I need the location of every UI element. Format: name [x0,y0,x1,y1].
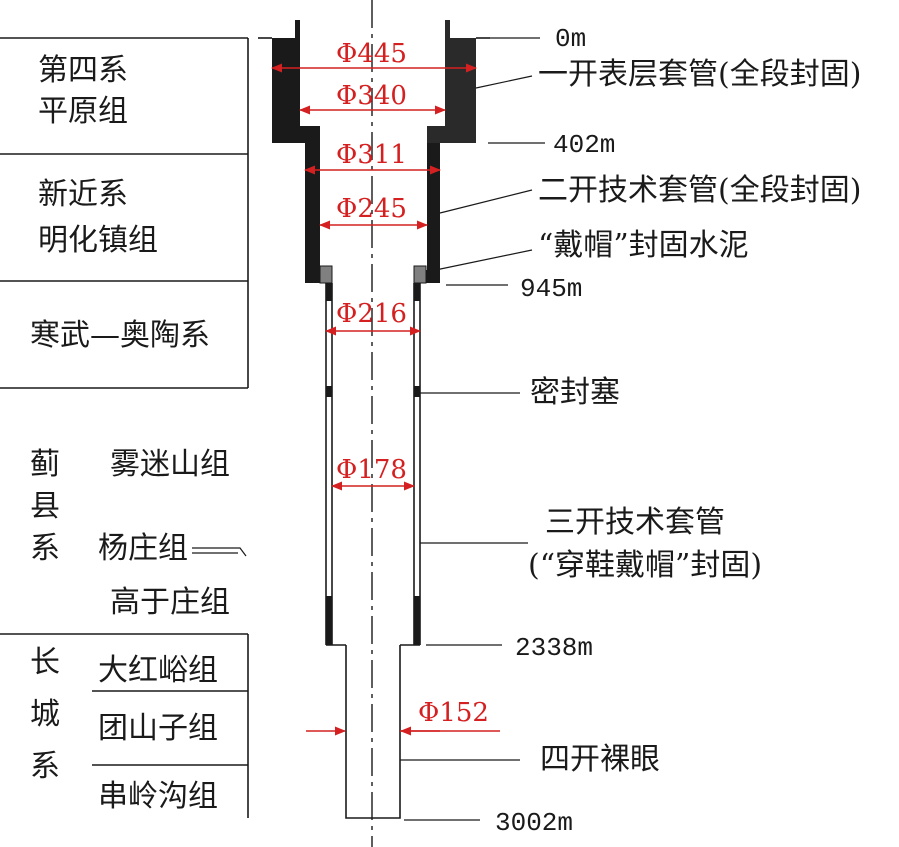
depth-945m-label: 945m [520,274,582,304]
formation-tuanshanzi-label: 团山子组 [98,711,218,746]
jixian-system-char-1: 蓟 [30,447,60,482]
jixian-system-char-3: 系 [30,531,60,566]
surface-cement-right [427,20,476,143]
formation-wumishan-label: 雾迷山组 [110,447,230,482]
cap-cement-label: “戴帽”封固水泥 [538,228,749,263]
jixian-system-char-2: 县 [30,489,60,524]
depth-402m-label: 402m [553,130,615,160]
depth-0m-label: 0m [555,24,586,54]
packer-label: 密封塞 [530,375,620,410]
depth-2338m-label: 2338m [515,633,593,663]
quaternary-formation-label: 平原组 [38,94,128,129]
surface-cement-left [272,20,320,143]
technical-casing-2-label: 三开技术套管 [545,505,725,540]
open-hole-label: 四开裸眼 [540,742,660,777]
formation-chuanlinggou-label: 串岭沟组 [98,779,218,814]
technical-casing-1-cement-right [420,143,440,283]
diameter-178-label: Φ178 [336,455,407,485]
diameter-311-label: Φ311 [336,140,407,170]
depth-leaders [404,37,545,821]
diameter-216-label: Φ216 [336,299,407,329]
surface-casing-label: 一开表层套管(全段封固) [538,57,861,92]
annulus-cement-top-right [414,283,420,301]
quaternary-system-label: 第四系 [38,53,128,88]
callout-leaders [400,75,533,761]
diameter-445-label: Φ445 [336,39,407,69]
packer-right [414,386,420,397]
changcheng-system-char-2: 城 [30,697,60,732]
annulus-cement-top-left [326,283,332,301]
formation-dahongyu-label: 大红峪组 [98,653,218,688]
formation-yangzhuang-label: 杨庄组 [98,531,188,566]
depth-3002m-label: 3002m [495,808,573,838]
technical-casing-2-sublabel: (“穿鞋戴帽”封固) [528,548,762,583]
wellbore [258,0,490,847]
technical-casing-1-label: 二开技术套管(全段封固) [538,173,861,208]
changcheng-system-char-3: 系 [30,749,60,784]
cap-cement-right [413,265,427,284]
diameter-152-label: Φ152 [418,698,489,728]
cambrian-ordovician-label: 寒武—奥陶系 [30,318,210,353]
neogene-system-label: 新近系 [38,177,128,212]
shoe-cement-left [326,596,332,645]
strata-column [0,37,249,818]
neogene-formation-label: 明化镇组 [38,223,158,258]
changcheng-system-char-1: 长 [30,645,60,680]
diameter-245-label: Φ245 [336,194,407,224]
formation-gaoyuzhuang-label: 高于庄组 [110,585,230,620]
shoe-cement-right [414,596,420,645]
diameter-340-label: Φ340 [336,81,407,111]
packer-left [326,386,332,397]
cap-cement-left [319,265,333,284]
diameter-dimensions [270,63,500,736]
technical-casing-1-cement-left [305,143,326,283]
